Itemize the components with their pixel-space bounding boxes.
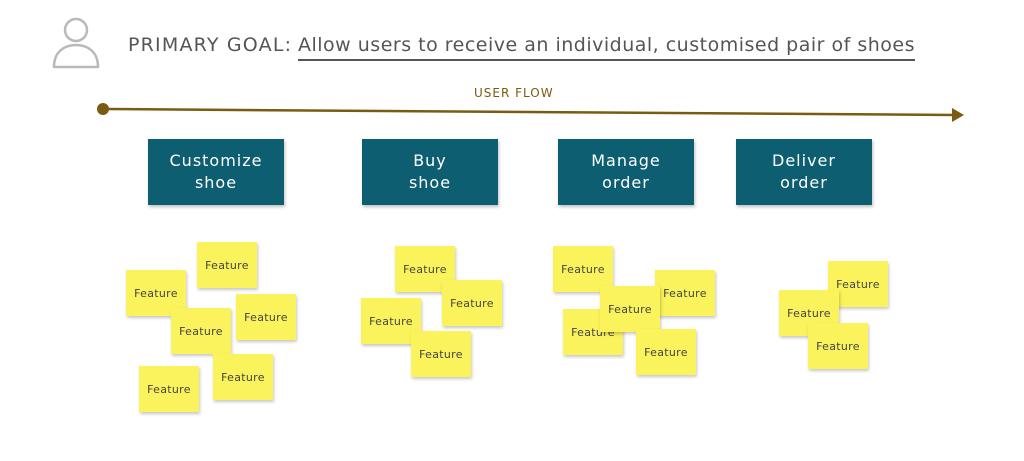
feature-note[interactable]: Feature: [636, 329, 696, 375]
primary-goal-label: PRIMARY GOAL:: [128, 34, 293, 56]
feature-note[interactable]: Feature: [600, 286, 660, 332]
feature-note[interactable]: Feature: [411, 331, 471, 377]
step-deliver-order[interactable]: Deliver order: [736, 139, 872, 205]
feature-note[interactable]: Feature: [171, 308, 231, 354]
user-icon: [52, 17, 100, 69]
user-flow-label: USER FLOW: [474, 86, 554, 100]
step-buy-shoe[interactable]: Buy shoe: [362, 139, 498, 205]
user-flow-arrow: [97, 103, 964, 122]
feature-note[interactable]: Feature: [553, 246, 613, 292]
feature-note[interactable]: Feature: [236, 294, 296, 340]
feature-note[interactable]: Feature: [655, 270, 715, 316]
feature-note[interactable]: Feature: [808, 323, 868, 369]
step-customize-shoe[interactable]: Customize shoe: [148, 139, 284, 205]
primary-goal-text: Allow users to receive an individual, cu…: [298, 34, 916, 61]
feature-note[interactable]: Feature: [139, 366, 199, 412]
feature-note[interactable]: Feature: [197, 242, 257, 288]
feature-note[interactable]: Feature: [213, 354, 273, 400]
step-manage-order[interactable]: Manage order: [558, 139, 694, 205]
feature-note[interactable]: Feature: [442, 280, 502, 326]
